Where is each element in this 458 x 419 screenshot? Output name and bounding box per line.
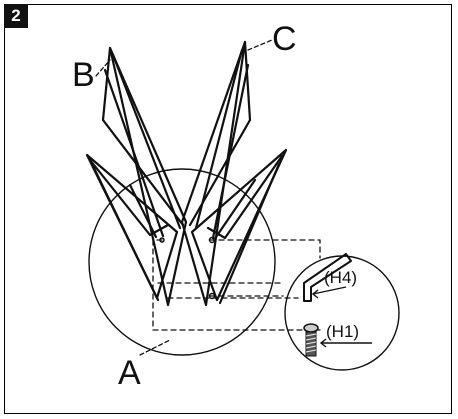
part-code-h1: (H1): [326, 322, 359, 341]
label-leaders: [95, 39, 273, 356]
label-a: A: [118, 354, 141, 392]
leg-frame-c: [180, 40, 252, 307]
leg-frame-b: [101, 46, 188, 307]
bolt-icon: [303, 323, 319, 357]
step-number-badge: 2: [4, 4, 28, 28]
label-b: B: [72, 56, 95, 94]
bolt-position-marks: [159, 236, 216, 300]
label-c: C: [272, 20, 297, 58]
part-code-h4: (H4): [324, 268, 357, 287]
allen-key-icon: [303, 253, 352, 302]
dashed-connectors: [152, 239, 321, 331]
diagram-frame: [4, 4, 452, 414]
leg-frame-right: [190, 148, 288, 305]
detail-circle-a: [88, 168, 276, 356]
leg-frame-left: [85, 153, 179, 302]
